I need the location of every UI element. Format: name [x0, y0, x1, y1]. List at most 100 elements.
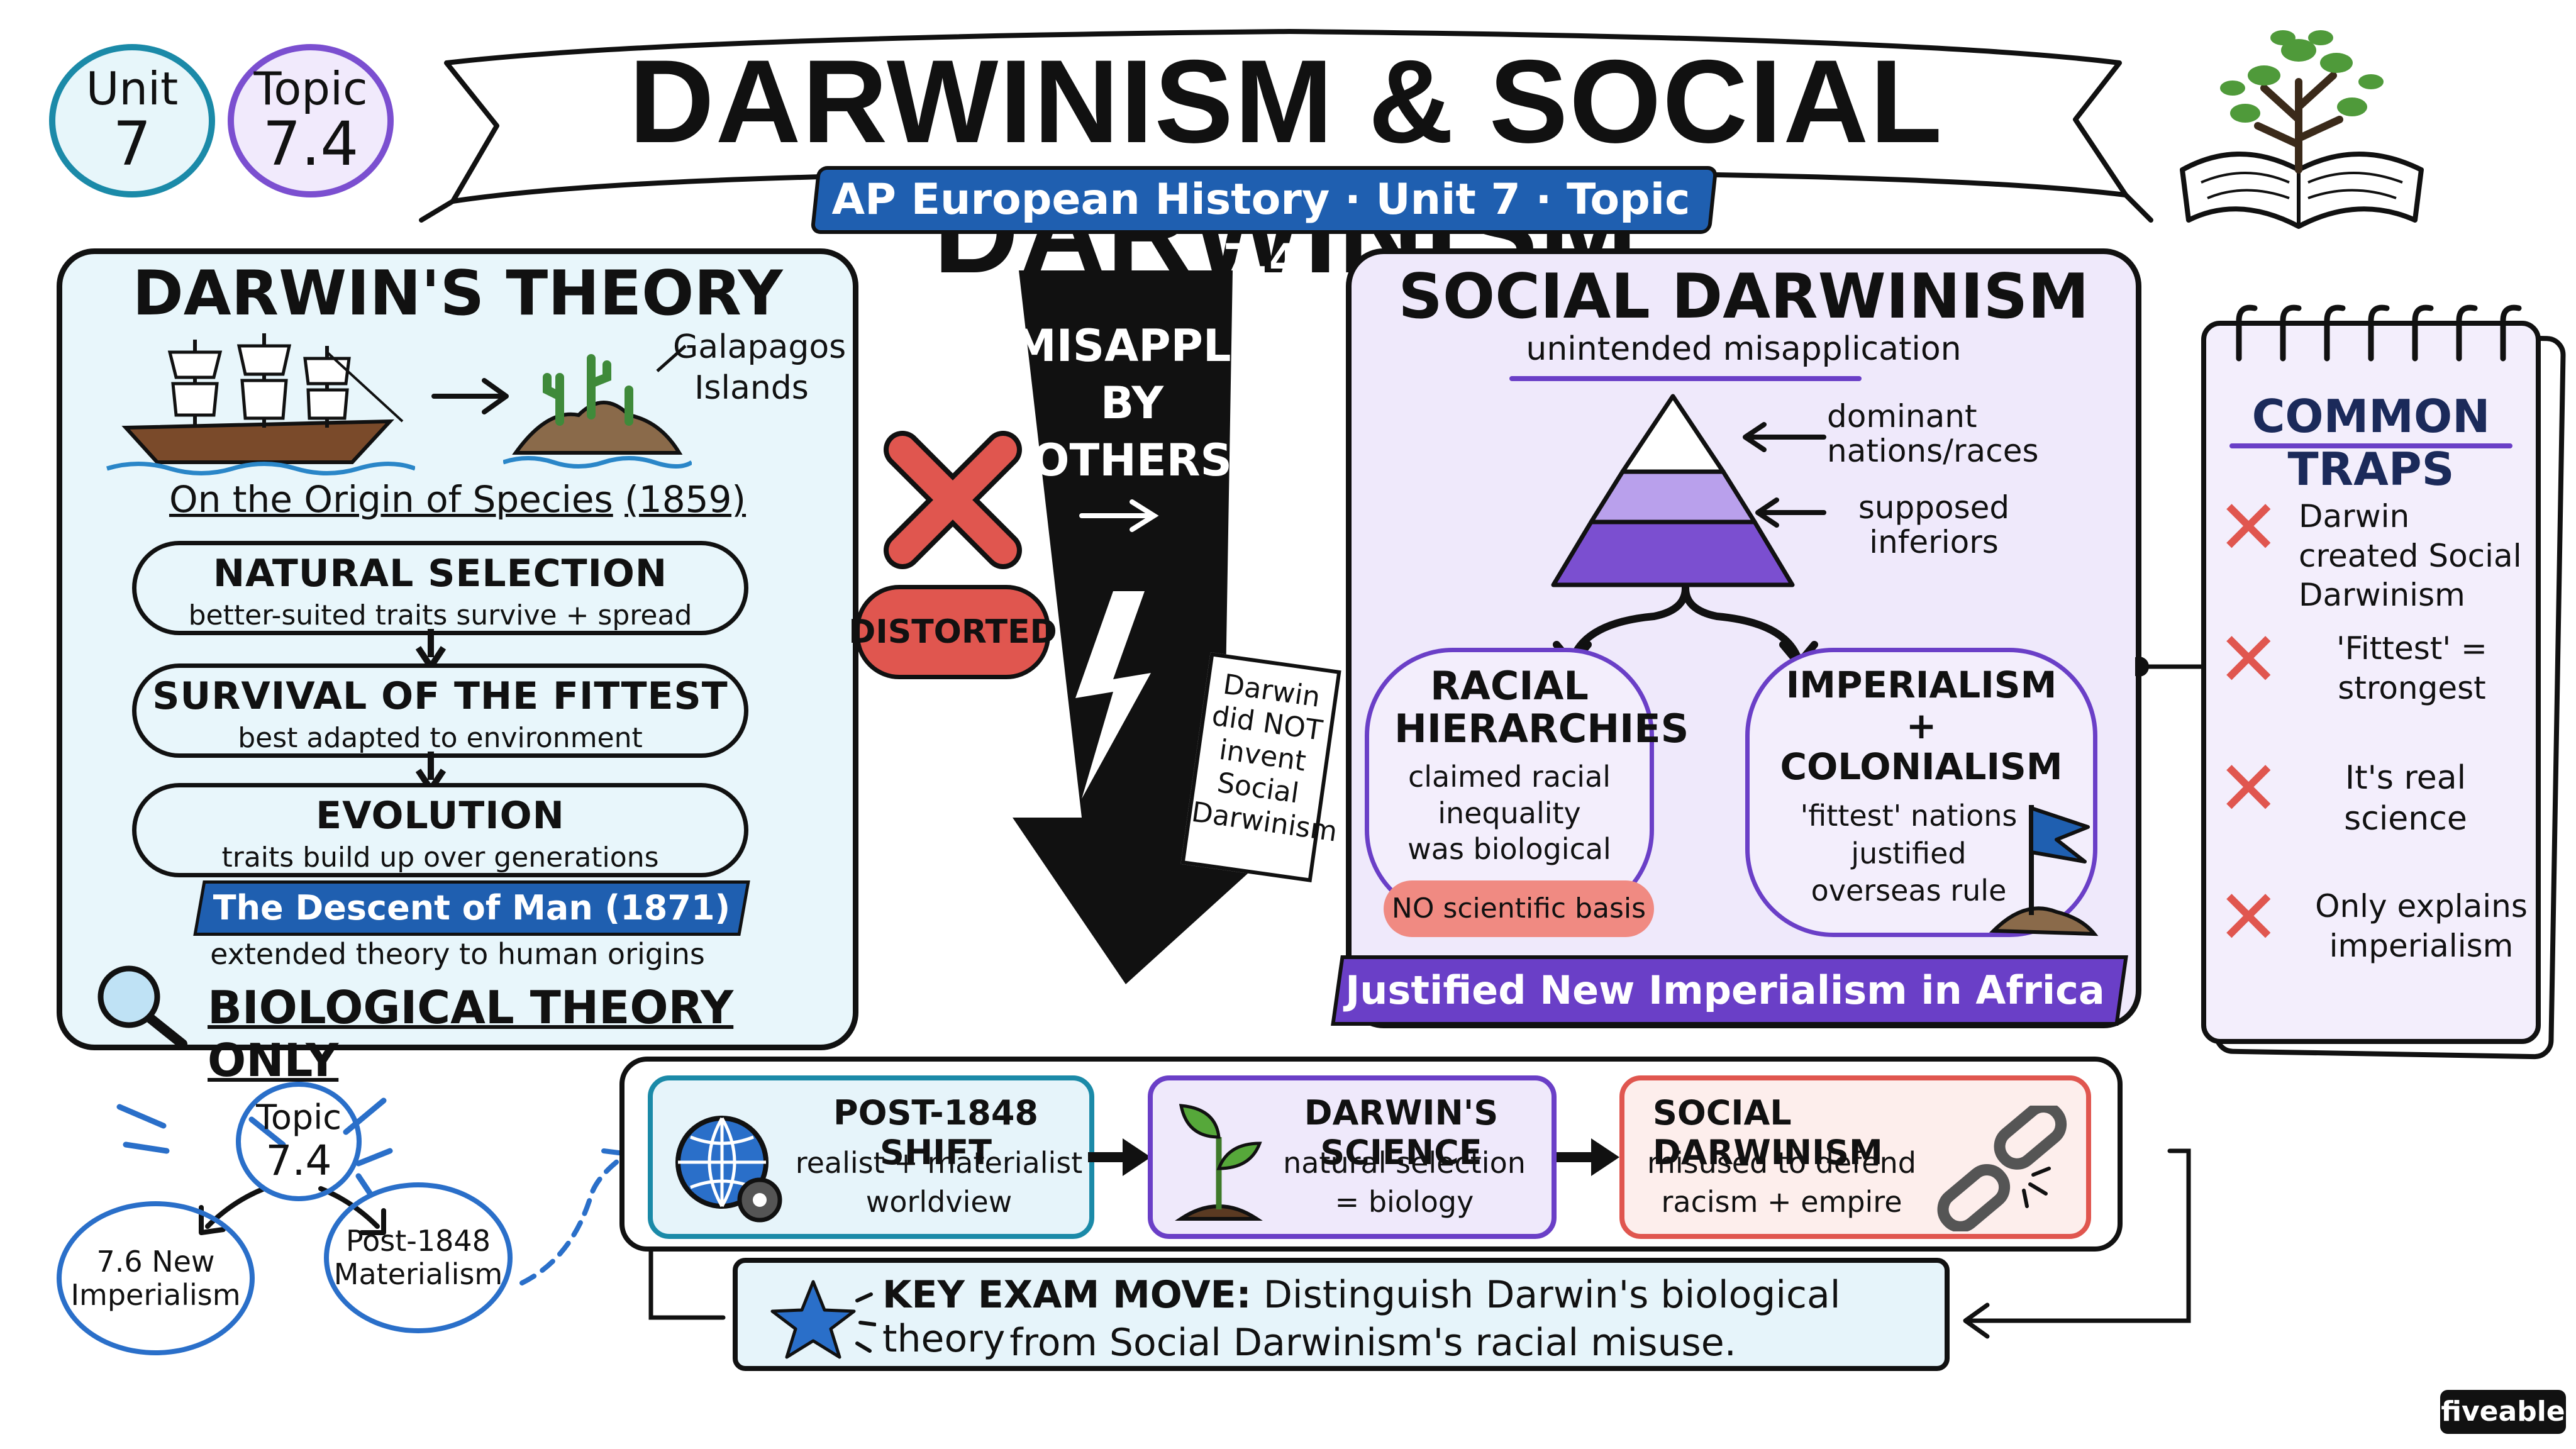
imperialism-desc: 'fittest' nations justified overseas rul…	[1800, 798, 2018, 908]
unit-label: Unit	[86, 62, 179, 115]
step-title: NATURAL SELECTION	[213, 552, 668, 596]
connection-center: Topic 7.4	[236, 1082, 362, 1201]
fiveable-logo: fiveable	[2440, 1390, 2566, 1434]
cross-icon: ✕	[2217, 484, 2280, 572]
descent-banner: The Descent of Man (1871)	[197, 884, 747, 933]
step-natural-selection: NATURAL SELECTION better-suited traits s…	[132, 541, 748, 635]
misapplied-line: BY	[1100, 377, 1164, 429]
globe-gear-icon	[675, 1116, 782, 1223]
distorted-badge: DISTORTED	[848, 585, 1057, 679]
topic-number: 7.4	[262, 109, 359, 180]
trap-item: ✕ 'Fittest' = strongest	[2217, 623, 2538, 723]
step-desc: traits build up over generations	[221, 841, 659, 874]
imperialism-title: IMPERIALISM + COLONIALISM	[1780, 663, 2063, 788]
descent-desc: extended theory to human origins	[210, 937, 705, 971]
trap-text: It's real science	[2344, 759, 2467, 838]
step-desc: better-suited traits survive + spread	[188, 599, 692, 631]
key-move-text: Distinguish Darwin's biological theory	[882, 1273, 1841, 1361]
flow-title: DARWIN'S SCIENCE	[1304, 1093, 1499, 1172]
traps-notepad	[2201, 321, 2541, 1044]
connection-center-number: 7.4	[265, 1136, 332, 1185]
pointer-line	[656, 345, 687, 372]
ship-icon	[106, 333, 415, 475]
flow-post-1848: POST-1848 SHIFT realist + materialist wo…	[648, 1075, 1094, 1239]
flow-title: SOCIAL DARWINISM	[1653, 1093, 1883, 1172]
flow-desc: misused to defend racism + empire	[1647, 1146, 1916, 1219]
distorted-label: DISTORTED	[848, 613, 1057, 651]
step-title: EVOLUTION	[316, 794, 565, 838]
hierarchy-pyramid	[1551, 394, 1795, 587]
no-basis-label: NO scientific basis	[1391, 892, 1646, 924]
cross-icon: ✕	[2217, 745, 2280, 833]
topic-badge: Topic 7.4	[228, 44, 394, 197]
unit-number: 7	[113, 109, 152, 180]
misapplied-arrow	[1013, 270, 1296, 984]
racial-hierarchies-cloud: RACIAL HIERARCHIES claimed racial inequa…	[1365, 648, 1689, 918]
biological-theory: BIOLOGICAL THEORY ONLY	[208, 981, 734, 1087]
cross-icon: ✕	[2217, 616, 2280, 704]
flag-icon	[1989, 805, 2099, 936]
traps-connector	[2135, 657, 2207, 677]
darwin-title: DARWIN'S THEORY	[132, 258, 783, 330]
subtitle-banner: AP European History · Unit 7 · Topic 7.4	[814, 170, 1714, 285]
key-move-line1: KEY EXAM MOVE: Distinguish Darwin's biol…	[882, 1273, 1939, 1361]
sprout-icon	[1175, 1104, 1263, 1221]
notepad-rings	[2236, 304, 2522, 362]
origin-title: On the Origin of Species	[169, 478, 613, 521]
traps-title-underline	[2229, 443, 2512, 448]
racial-title: RACIAL HIERARCHIES	[1394, 663, 1689, 752]
flow-darwin-science: DARWIN'S SCIENCE natural selection = bio…	[1148, 1075, 1557, 1239]
descent-text: The Descent of Man (1871)	[213, 888, 731, 928]
misapplied-text: MISAPPLIED BY OTHERS	[1013, 318, 1314, 489]
connection-right: Post-1848 Materialism	[324, 1182, 513, 1333]
islands-label: Galapagos Islands	[673, 328, 847, 407]
trap-text: Only explains imperialism	[2315, 888, 2528, 964]
step-survival: SURVIVAL OF THE FITTEST best adapted to …	[132, 663, 748, 758]
book-tree-icon	[2180, 30, 2424, 229]
origin-line: On the Origin of Species (1859)	[57, 478, 858, 521]
connection-left: 7.6 New Imperialism	[57, 1201, 255, 1355]
step-title: SURVIVAL OF THE FITTEST	[152, 674, 728, 718]
social-title: SOCIAL DARWINISM	[1398, 261, 2089, 333]
pyramid-top-label: dominant nations/races	[1827, 398, 2039, 469]
misapplied-line: OTHERS	[1032, 435, 1232, 486]
trap-item: ✕ It's real science	[2217, 752, 2538, 852]
flow-desc: natural selection = biology	[1283, 1146, 1526, 1219]
step-desc: best adapted to environment	[238, 722, 643, 754]
flow-arrow-icon	[1557, 1138, 1619, 1176]
racial-desc: claimed racial inequality was biological	[1407, 760, 1611, 867]
social-subtitle: unintended misapplication	[1526, 330, 1962, 368]
key-exam-move: KEY EXAM MOVE: Distinguish Darwin's biol…	[733, 1258, 1950, 1371]
flow-arrow-icon	[1088, 1138, 1151, 1176]
connection-right-label: Post-1848 Materialism	[333, 1224, 503, 1291]
cross-mark-icon	[884, 431, 1022, 569]
imperialism-cloud: IMPERIALISM + COLONIALISM 'fittest' nati…	[1745, 648, 2097, 937]
imperialism-banner: Justified New Imperialism in Africa + As…	[1335, 959, 2124, 1076]
topic-label: Topic	[253, 62, 368, 115]
pointer-arrows	[1743, 422, 1826, 528]
trap-text: Darwin created Social Darwinism	[2299, 498, 2522, 613]
island-icon	[503, 354, 692, 469]
broken-chain-icon	[1937, 1106, 2067, 1231]
flow-social-darwinism: SOCIAL DARWINISM misused to defend racis…	[1619, 1075, 2091, 1239]
no-basis-badge: NO scientific basis	[1384, 880, 1654, 937]
subtitle-underline	[1509, 376, 1862, 381]
key-move-lead: KEY EXAM MOVE:	[882, 1273, 1252, 1317]
unit-badge: Unit 7	[49, 44, 215, 197]
pyramid-bottom-label: supposed inferiors	[1858, 489, 2010, 560]
star-icon	[770, 1280, 876, 1359]
arrow-right-icon	[431, 378, 509, 414]
trap-text: 'Fittest' = strongest	[2336, 630, 2487, 706]
brand-text: fiveable	[2441, 1396, 2565, 1428]
loop-arrows	[648, 1148, 2191, 1339]
step-evolution: EVOLUTION traits build up over generatio…	[132, 783, 748, 877]
flow-title: POST-1848 SHIFT	[833, 1093, 1038, 1172]
magnifier-icon	[97, 965, 187, 1049]
key-move-line2: from Social Darwinism's racial misuse.	[1009, 1321, 1736, 1365]
traps-title: COMMON TRAPS	[2251, 390, 2490, 496]
connection-center-label: Topic	[256, 1097, 341, 1137]
trap-item: ✕ Darwin created Social Darwinism	[2217, 484, 2538, 614]
misapplied-line: MISAPPLIED	[1013, 320, 1314, 372]
connection-left-label: 7.6 New Imperialism	[70, 1244, 241, 1312]
trap-item: ✕ Only explains imperialism	[2217, 880, 2538, 981]
